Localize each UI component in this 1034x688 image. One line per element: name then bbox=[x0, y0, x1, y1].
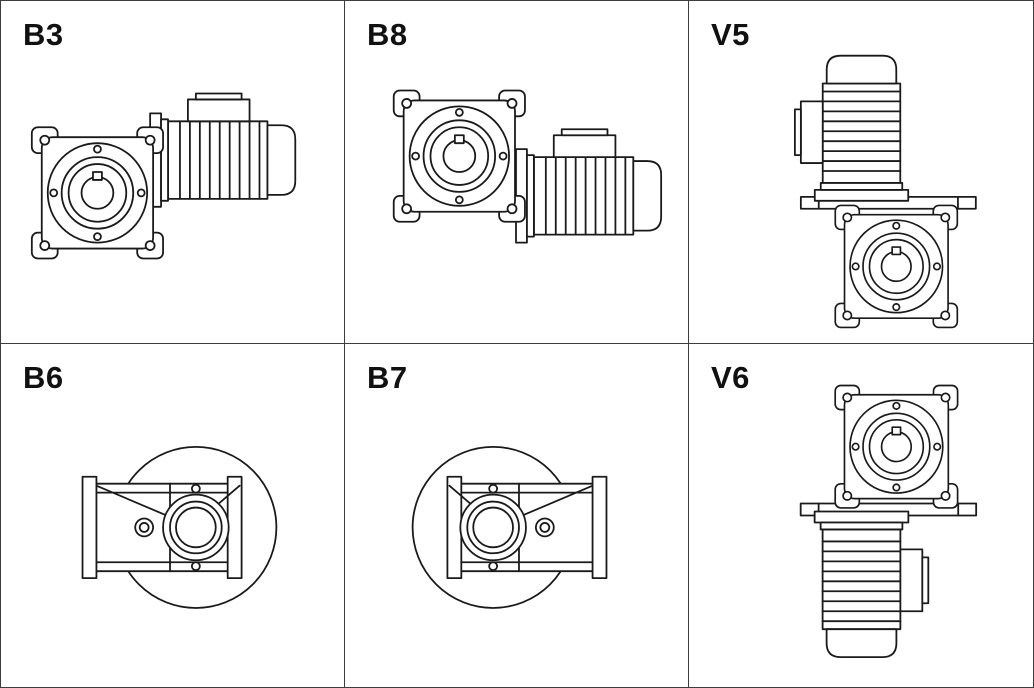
mounting-position-label-b3: B3 bbox=[23, 17, 64, 52]
cell-v6: V6 bbox=[689, 344, 1033, 687]
mounting-position-label-b7: B7 bbox=[367, 360, 408, 395]
cell-b6: B6 bbox=[1, 344, 345, 687]
mounting-position-label-b8: B8 bbox=[367, 17, 408, 52]
cell-b8: B8 bbox=[345, 1, 689, 344]
mounting-position-label-b6: B6 bbox=[23, 360, 64, 395]
cell-v5: V5 bbox=[689, 1, 1033, 344]
mounting-position-label-v5: V5 bbox=[711, 17, 750, 52]
cell-b3: B3 bbox=[1, 1, 345, 344]
mounting-position-label-v6: V6 bbox=[711, 360, 750, 395]
cell-b7: B7 bbox=[345, 344, 689, 687]
